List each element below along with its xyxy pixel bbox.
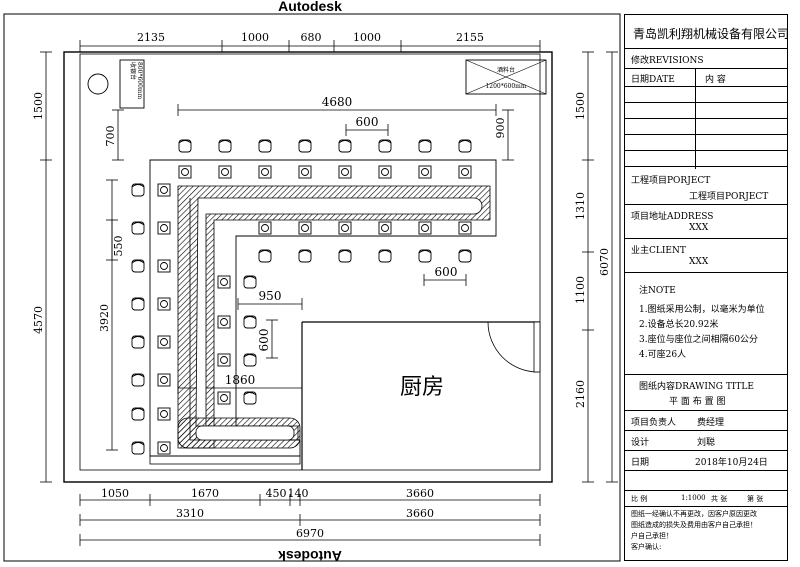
- note-item: 3.座位与座位之间相隔60公分: [639, 335, 759, 345]
- seats-inner-row: [258, 221, 472, 263]
- disclaimer: 图纸一经确认不再更改，因客户原因更改 图纸造成的损失及费用由客户自己承担！ 户自…: [631, 509, 757, 553]
- address-label: 项目地址ADDRESS: [631, 212, 714, 222]
- drinks-label: 酒料台: [497, 66, 515, 74]
- content-col-label: 内 容: [705, 75, 726, 85]
- dim-inner-600-v: 600: [257, 329, 271, 352]
- right-dimensions: [502, 51, 618, 483]
- dim-right-1100: 1100: [574, 276, 587, 304]
- dim-bottom-3: 450: [266, 487, 287, 500]
- note-label: 注NOTE: [639, 286, 676, 296]
- client-value: XXX: [689, 257, 709, 267]
- project-label: 工程项目PORJECT: [631, 176, 711, 186]
- seats-top-row: [178, 139, 472, 179]
- dim-right-1310: 1310: [574, 192, 587, 220]
- drinks-size: 1200*600mm: [485, 83, 526, 90]
- pillar-circle: [87, 73, 109, 95]
- kitchen-door: [487, 321, 539, 373]
- dim-inner-600-top: 600: [356, 115, 379, 129]
- dim-left-550: 550: [112, 236, 125, 257]
- dim-top-1: 2135: [137, 31, 165, 44]
- cashier-counter: [119, 59, 145, 109]
- bottom-dimensions: [79, 494, 541, 546]
- dim-bottom-2: 1670: [191, 487, 219, 500]
- drinks-counter: [465, 59, 547, 95]
- dim-left-4570: 4570: [32, 306, 45, 334]
- manager-label: 项目负责人: [631, 418, 677, 428]
- kitchen-label: 厨房: [400, 375, 444, 400]
- disclaimer-line: 户自己承担！: [631, 532, 673, 540]
- dim-bottom-4: 140: [288, 487, 309, 500]
- dim-top-5: 2155: [456, 31, 484, 44]
- dim-right-6070: 6070: [598, 248, 611, 276]
- date-value: 2018年10月24日: [695, 458, 768, 468]
- manager-name: 费经理: [697, 418, 725, 428]
- date-col-label: 日期DATE: [631, 75, 675, 85]
- dim-top-3: 680: [301, 31, 322, 44]
- note-item: 1.图纸采用公制，以毫米为单位: [639, 305, 765, 315]
- dim-top-2: 1000: [241, 31, 269, 44]
- left-dimensions: [40, 51, 124, 483]
- client-confirm: 客户确认:: [631, 543, 662, 551]
- kitchen-walls: [301, 321, 540, 470]
- dim-bottom-total: 6970: [296, 527, 324, 540]
- dim-left-3920: 3920: [98, 304, 111, 332]
- note-item: 4.可座26人: [639, 350, 687, 360]
- building-wall: [63, 51, 553, 483]
- dim-right-1500: 1500: [574, 92, 587, 120]
- project-value: 工程项目PORJECT: [689, 192, 769, 202]
- dim-inner-950: 950: [259, 289, 282, 303]
- top-dimension: [79, 40, 541, 52]
- revisions-label: 修改REVISIONS: [631, 56, 704, 66]
- dim-left-1500: 1500: [32, 92, 45, 120]
- dim-bottom-6: 3310: [176, 507, 204, 520]
- cashier-label: 收银台: [129, 62, 137, 80]
- conveyor-belt: [177, 185, 491, 449]
- dim-top-4: 1000: [353, 31, 381, 44]
- address-value: XXX: [689, 223, 709, 233]
- dim-right-900: 900: [494, 118, 507, 139]
- disclaimer-line: 图纸一经确认不再更改，因客户原因更改: [631, 510, 757, 518]
- dim-bottom-1: 1050: [101, 487, 129, 500]
- note-item: 2.设备总长20.92米: [639, 320, 719, 330]
- client-label: 业主CLIENT: [631, 246, 686, 256]
- date-label: 日期: [631, 458, 650, 468]
- sheet-border: [3, 13, 621, 562]
- note-list: 1.图纸采用公制，以毫米为单位 2.设备总长20.92米 3.座位与座位之间相隔…: [639, 303, 765, 363]
- scale-value: 1:1000: [681, 494, 706, 502]
- cashier-size: 800*600mm: [136, 62, 143, 100]
- dim-bottom-7: 3660: [406, 507, 434, 520]
- designer-name: 刘聪: [697, 438, 716, 448]
- sheet-total: 共 张: [711, 495, 728, 503]
- dim-bottom-5: 3660: [406, 487, 434, 500]
- drawing-title: 平 面 布 置 图: [669, 397, 726, 407]
- dim-inner-600-mid: 600: [435, 265, 458, 279]
- scale-label: 比 例: [631, 495, 648, 503]
- design-label: 设计: [631, 438, 650, 448]
- dim-left-700: 700: [104, 126, 117, 147]
- seats-left-column: [131, 183, 171, 455]
- dim-right-2160: 2160: [574, 380, 587, 408]
- dim-inner-1860: 1860: [225, 373, 256, 387]
- title-block: 青岛凯利翔机械设备有限公司 修改REVISIONS 日期DATE 内 容 工程项…: [624, 14, 790, 561]
- inner-wall: [79, 53, 541, 471]
- company-name: 青岛凯利翔机械设备有限公司: [633, 27, 790, 41]
- brand-title-top: Autodesk: [278, 0, 342, 14]
- drawing-title-label: 图纸内容DRAWING TITLE: [639, 382, 754, 392]
- sheet-number: 第 张: [747, 495, 764, 503]
- dim-inner-4680: 4680: [322, 95, 353, 109]
- disclaimer-line: 图纸造成的损失及费用由客户自己承担！: [631, 521, 757, 529]
